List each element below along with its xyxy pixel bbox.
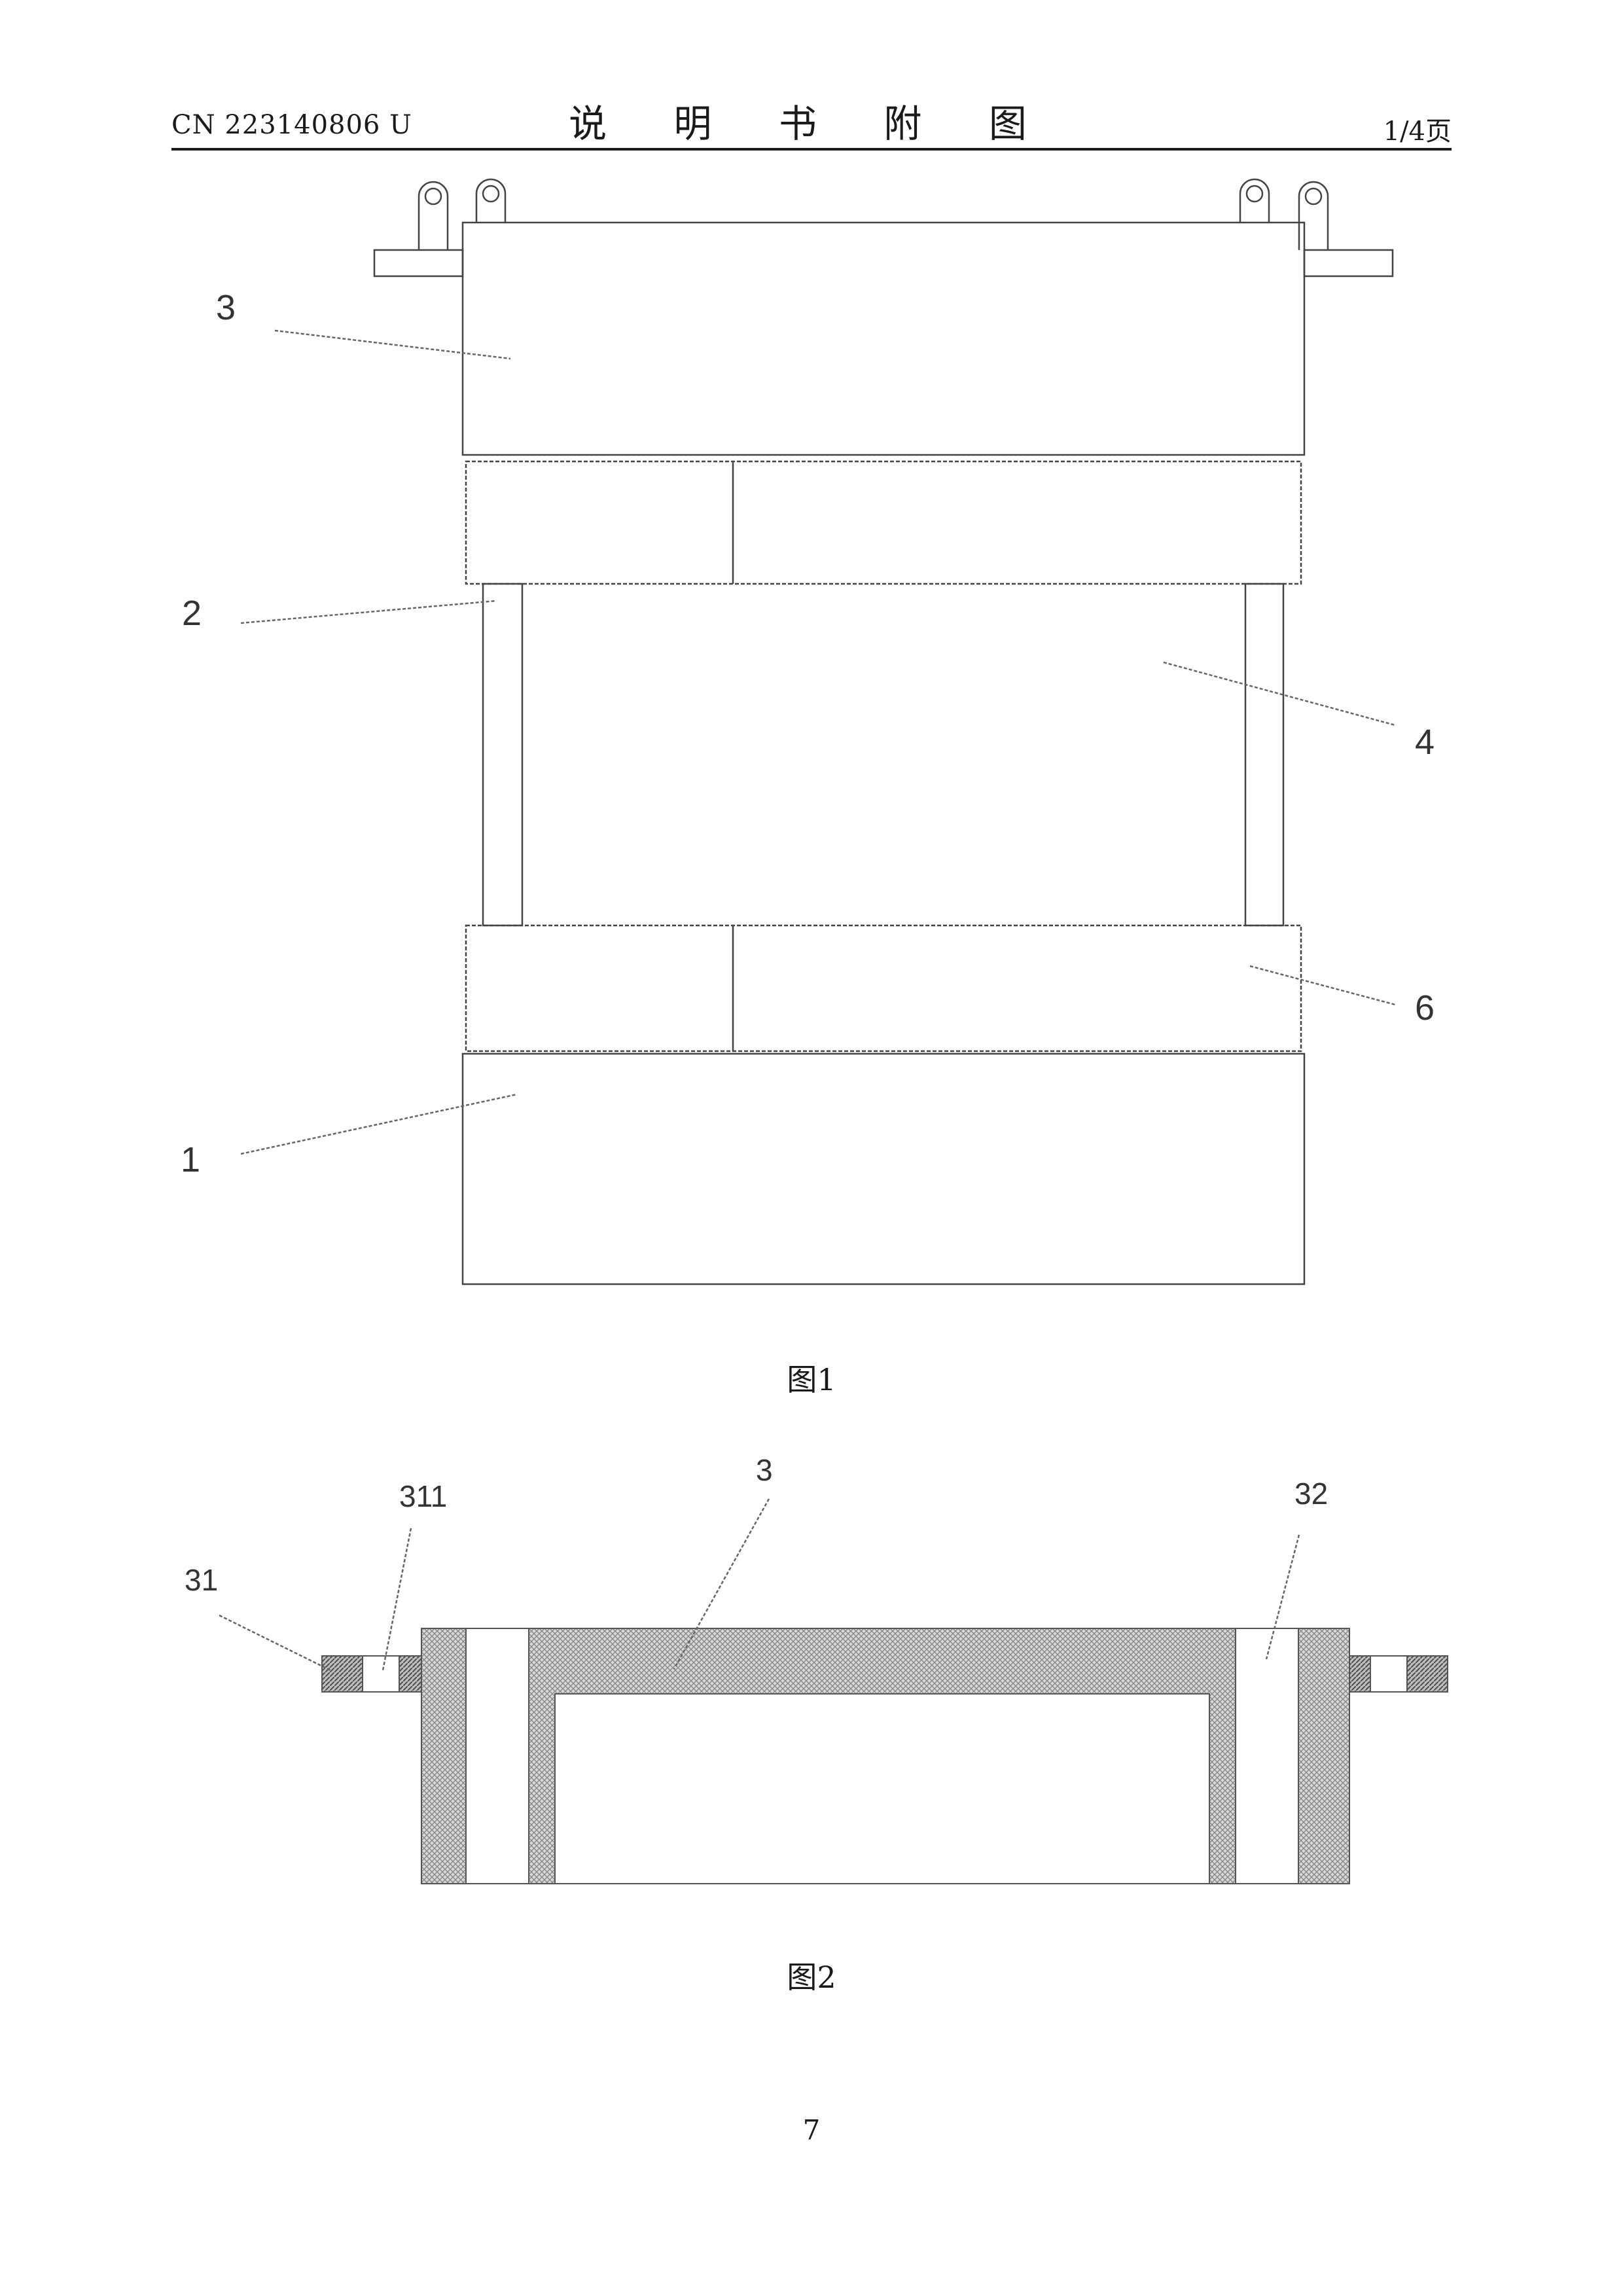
- fig1-label-4: 4: [1415, 723, 1435, 762]
- slot-right: [1236, 1628, 1298, 1884]
- upper-band: [466, 461, 1301, 584]
- interior-cavity: [555, 1694, 1209, 1884]
- figure-2-labels: 311 3 32 31: [185, 1453, 1328, 1597]
- figure-1-labels: 3 2 4 6 1: [181, 288, 1435, 1179]
- fig1-label-1: 1: [181, 1140, 200, 1179]
- figure-2-caption: 图2: [0, 1954, 1623, 1997]
- lower-band: [466, 925, 1301, 1051]
- fig1-label-6: 6: [1415, 988, 1435, 1028]
- fig2-label-311: 311: [399, 1479, 447, 1513]
- fig1-label-3: 3: [216, 288, 236, 327]
- leader-lines-fig1: [241, 331, 1395, 1154]
- figure-2: [219, 1499, 1448, 1884]
- flange-right: [1349, 1656, 1448, 1692]
- upper-housing: [463, 223, 1304, 455]
- flange-left: [322, 1656, 421, 1692]
- support-posts: [483, 584, 1283, 925]
- fig2-label-3: 3: [756, 1453, 773, 1487]
- page-number: 7: [0, 2114, 1623, 2146]
- slot-left: [466, 1628, 529, 1884]
- fig2-label-31: 31: [185, 1563, 218, 1597]
- fig2-label-32: 32: [1294, 1477, 1328, 1511]
- figure-1-caption: 图1: [0, 1356, 1623, 1399]
- fig1-label-2: 2: [182, 594, 202, 633]
- hinge-lugs: [374, 179, 1393, 276]
- figure-1: [241, 179, 1395, 1284]
- base-housing: [463, 1054, 1304, 1284]
